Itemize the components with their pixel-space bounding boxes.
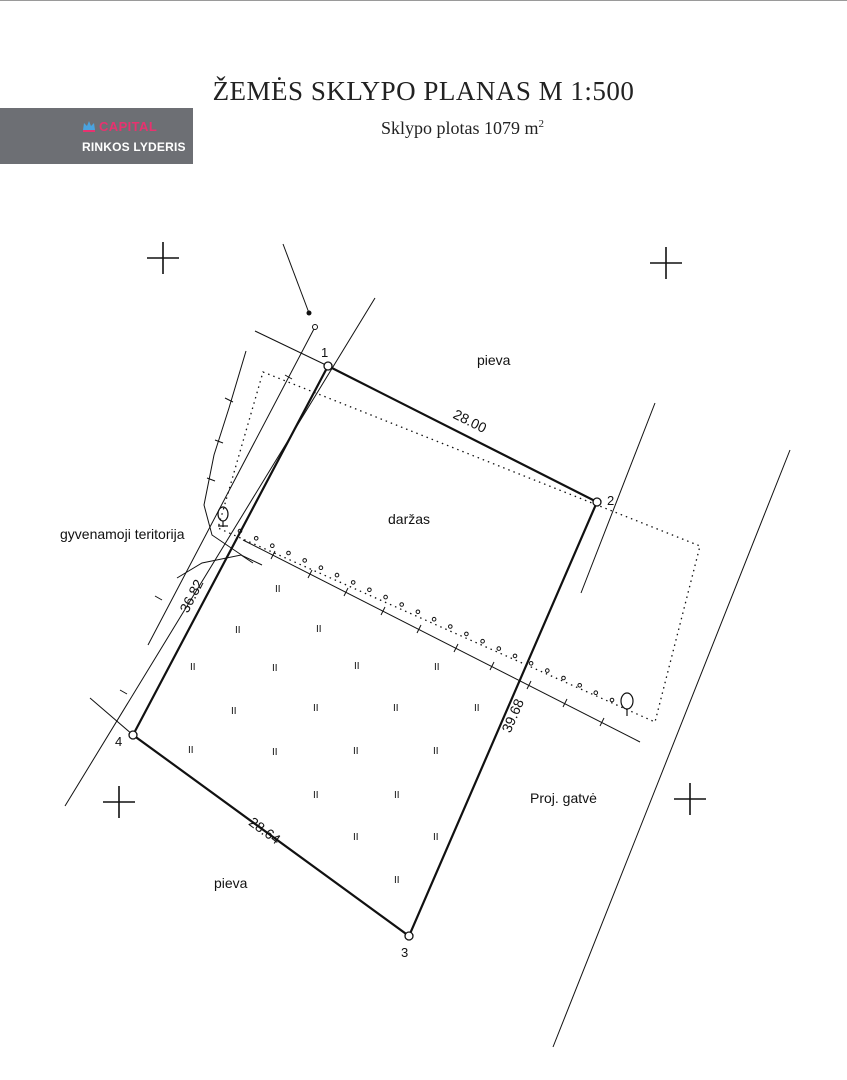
street-edge-right: [552, 449, 791, 1048]
pole-line-top: [282, 243, 310, 314]
shrub-circle: [383, 594, 388, 600]
shrub-circle: [448, 624, 453, 629]
shrub-circle: [270, 543, 275, 549]
side-length-3-4: 28.64: [246, 814, 284, 848]
meadow-symbol: II: [235, 625, 241, 636]
grid-cross-bottom-left: [103, 786, 135, 818]
shed-outline: [176, 554, 254, 579]
shrub-circle: [399, 602, 405, 607]
shrub-circle: [609, 697, 615, 703]
shrub-circle: [334, 572, 340, 578]
corner-marker-1: [323, 361, 333, 371]
shrub-circle: [593, 690, 599, 696]
area-unit-superscript: 2: [538, 118, 545, 130]
plot-area-text: Sklypo plotas 1079 m2: [0, 118, 847, 139]
line-through-point-1: [64, 297, 376, 807]
fence-line: [242, 539, 641, 743]
shrub-circle: [577, 683, 583, 688]
label-garden: daržas: [388, 511, 430, 527]
meadow-symbol: II: [394, 790, 400, 801]
meadow-symbol: II: [190, 662, 196, 673]
shrub-circle: [350, 580, 356, 585]
point-label-3: 3: [401, 945, 408, 960]
point-label-1: 1: [321, 345, 328, 360]
tree-icon: [620, 692, 634, 716]
tree-icon: [217, 506, 229, 527]
meadow-symbol: II: [434, 662, 440, 673]
street-edge-short: [580, 402, 656, 594]
residential-boundary: [203, 350, 263, 566]
label-pieva-bottom: pieva: [214, 875, 248, 891]
meadow-symbol: II: [433, 746, 439, 757]
context-lines: [64, 243, 791, 1048]
meadow-symbol: II: [313, 703, 319, 714]
label-pieva-top: pieva: [477, 352, 511, 368]
shrub-circle: [545, 668, 550, 673]
southwest-tail: [89, 697, 134, 736]
pole-line-down: [147, 326, 316, 646]
pole-circle: [312, 324, 318, 330]
shrub-circle: [512, 653, 518, 659]
parcel-boundary: [131, 364, 599, 938]
crown-icon: [83, 121, 95, 132]
meadow-symbol: II: [231, 706, 237, 717]
label-projected-street: Proj. gatvė: [530, 790, 597, 806]
pole-dot: [306, 310, 312, 316]
shrub-circle: [318, 565, 324, 571]
meadow-symbol: II: [188, 745, 194, 756]
label-residential-territory: gyvenamoji teritorija: [60, 526, 185, 542]
plot-area-label: Sklypo plotas 1079 m: [380, 118, 539, 138]
meadow-symbol: II: [474, 703, 480, 714]
meadow-symbol: II: [275, 584, 281, 595]
meadow-symbols: II II II II II II II II II II II II II II II II II II II II: [188, 584, 480, 886]
point-label-2: 2: [607, 493, 614, 508]
shrub-row: [237, 528, 615, 703]
meadow-symbol: II: [354, 661, 360, 672]
meadow-symbol: II: [433, 832, 439, 843]
meadow-symbol: II: [353, 746, 359, 757]
shrub-circle: [431, 616, 437, 622]
corner-marker-4: [128, 730, 138, 740]
meadow-symbol: II: [353, 832, 359, 843]
shrub-circle: [286, 550, 291, 556]
meadow-symbol: II: [394, 875, 400, 886]
capital-badge[interactable]: CAPITAL RINKOS LYDERIS: [0, 108, 193, 164]
shrub-circle: [367, 587, 372, 593]
grid-cross-top-right: [650, 247, 682, 279]
shrub-circle: [464, 631, 469, 637]
meadow-symbol: II: [316, 624, 322, 635]
shrub-circle: [528, 661, 534, 666]
top-border-line: [0, 0, 847, 1]
north-line: [254, 330, 329, 367]
shrub-circle: [480, 638, 485, 644]
shrub-circle: [253, 536, 259, 541]
grid-cross-bottom-right: [674, 783, 706, 815]
grid-cross-top-left: [147, 242, 179, 274]
shrub-circle: [496, 646, 502, 651]
meadow-symbol: II: [393, 703, 399, 714]
corner-marker-2: [592, 497, 602, 507]
plan-title: ŽEMĖS SKLYPO PLANAS M 1:500: [212, 76, 635, 106]
corner-marker-3: [404, 931, 414, 941]
meadow-symbol: II: [272, 663, 278, 674]
badge-tagline: RINKOS LYDERIS: [82, 140, 186, 154]
side-length-2-3: 39.68: [498, 696, 527, 735]
capital-logo-text: CAPITAL: [99, 118, 158, 134]
fence-ticks: [119, 374, 605, 727]
shrub-circle: [302, 558, 308, 563]
shrub-circle: [415, 609, 421, 615]
garden-dotted-outline: [217, 371, 701, 723]
point-label-4: 4: [115, 734, 122, 749]
meadow-symbol: II: [272, 747, 278, 758]
shrub-circle: [561, 675, 566, 681]
grid-crosses: [103, 242, 706, 818]
meadow-symbol: II: [313, 790, 319, 801]
capital-logo: CAPITAL: [82, 118, 157, 134]
